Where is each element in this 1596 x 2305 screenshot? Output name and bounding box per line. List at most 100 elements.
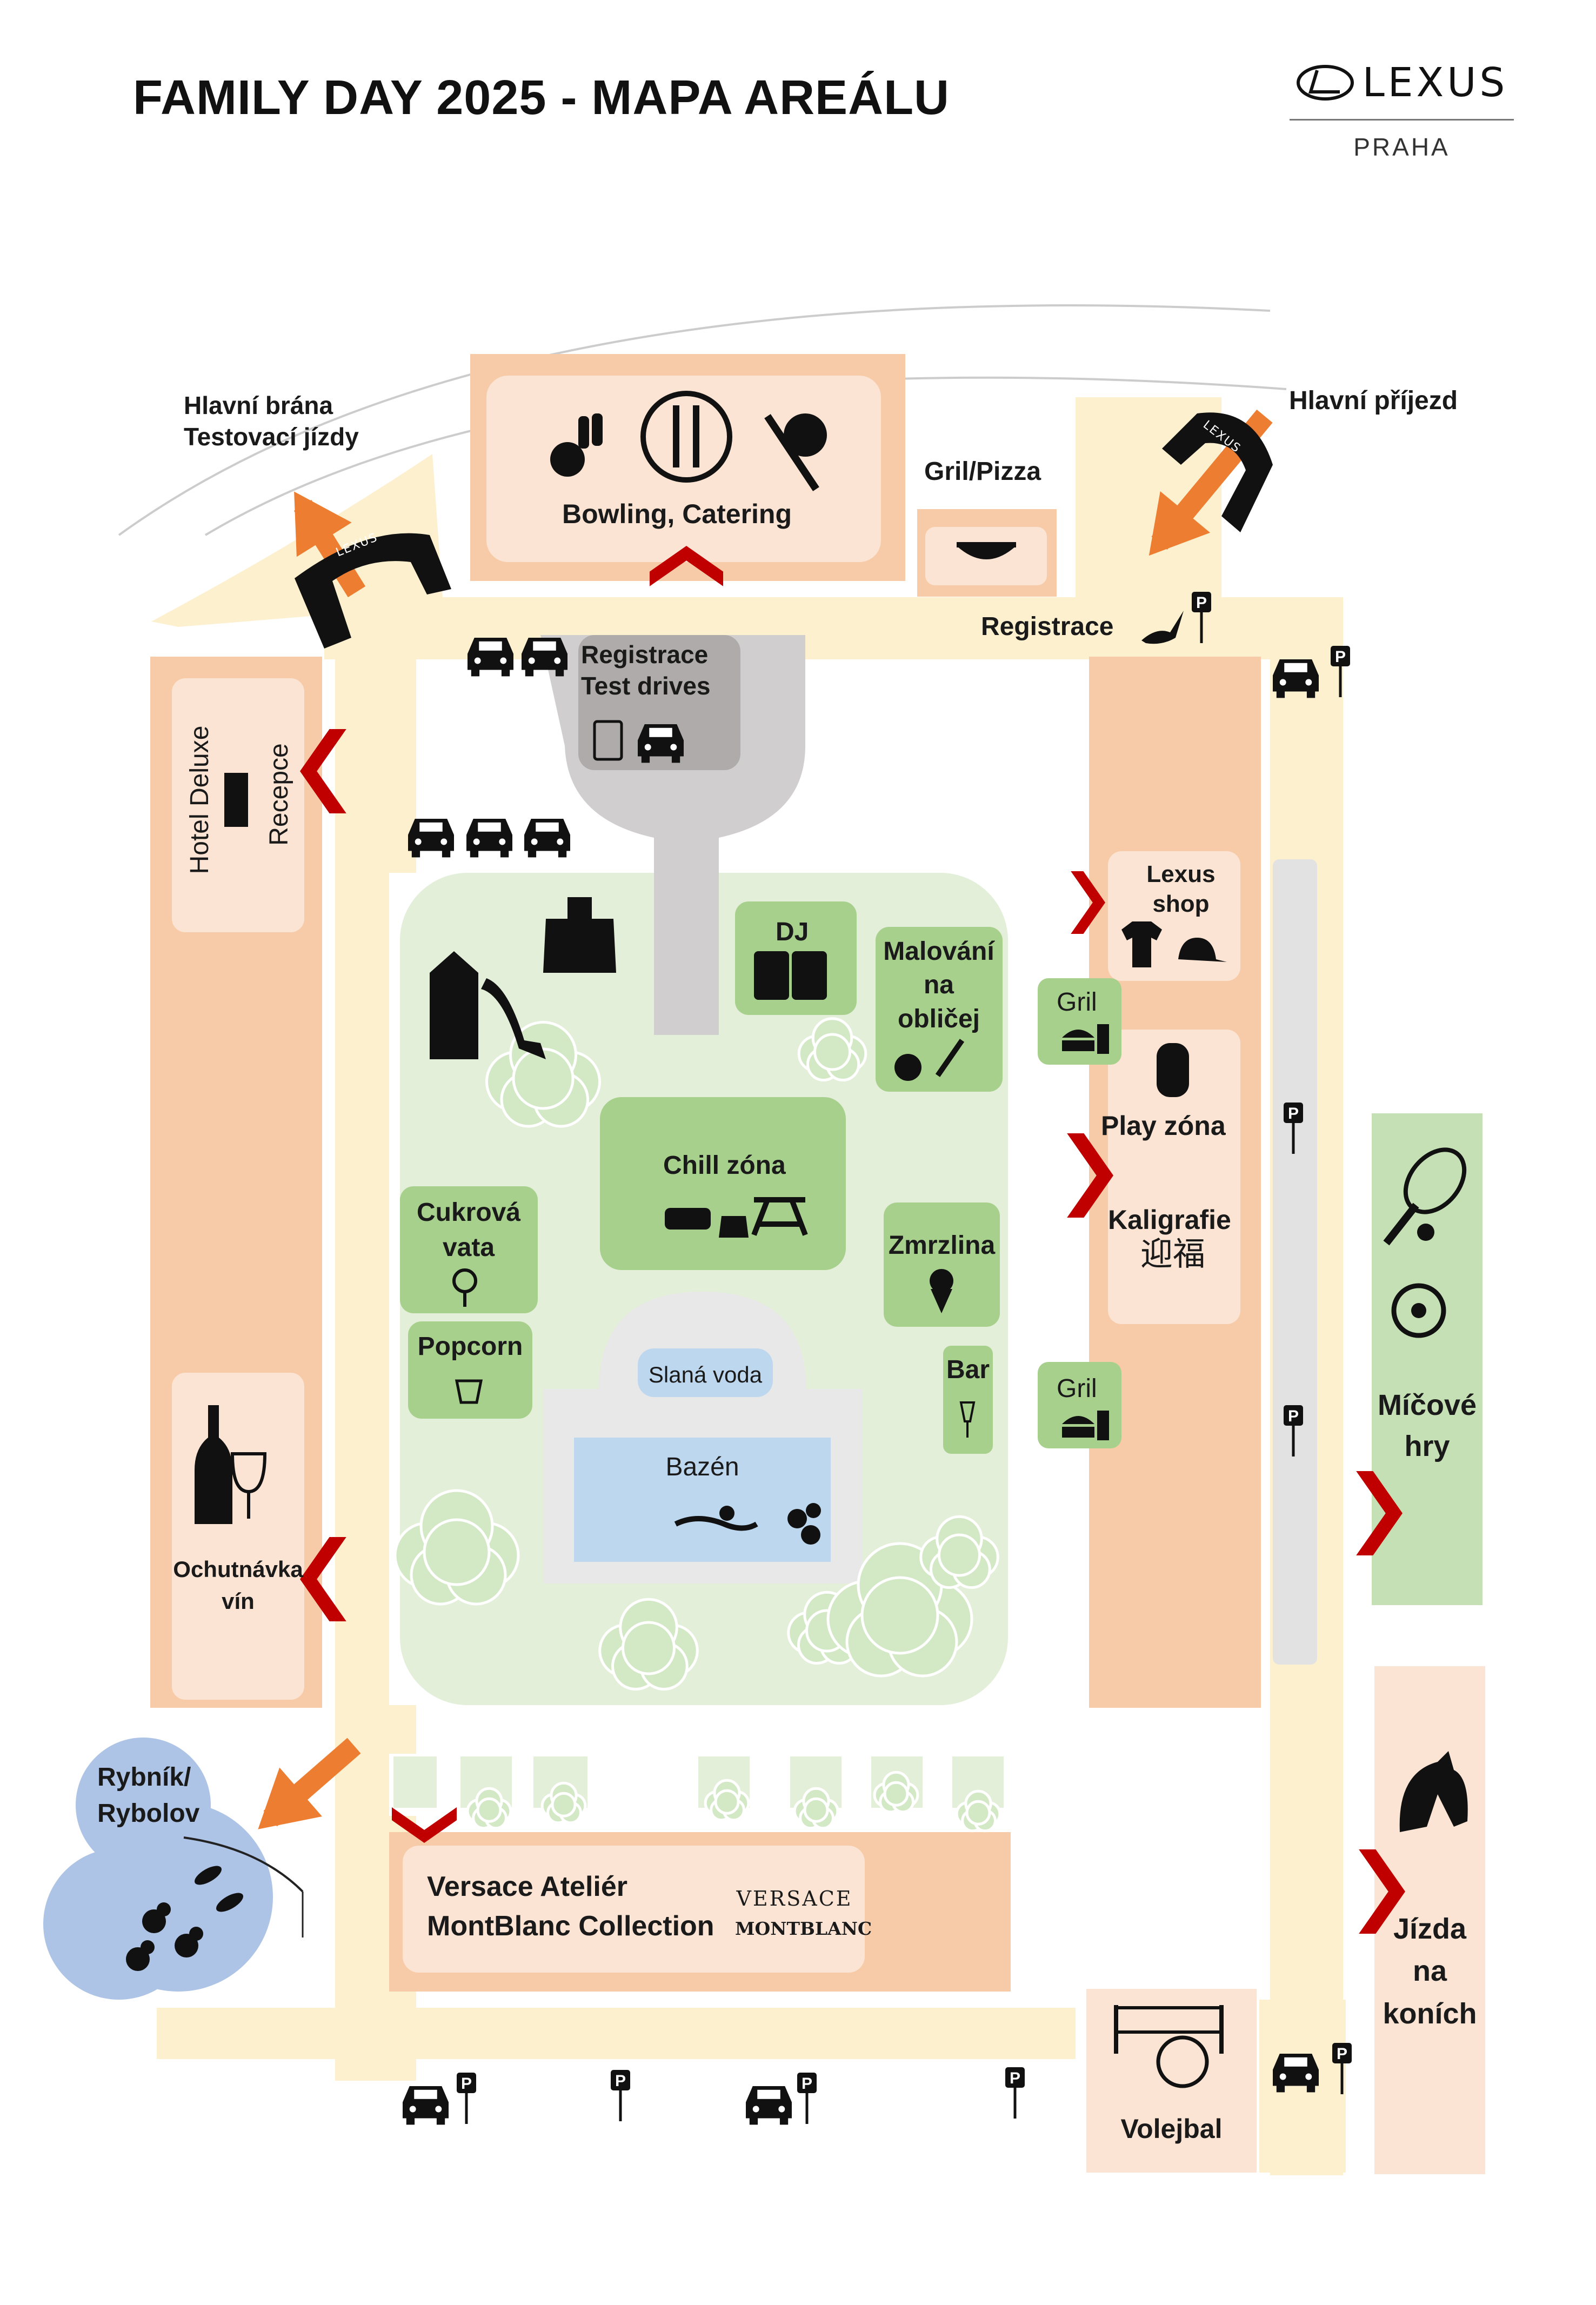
hotel-label: Hotel Deluxe xyxy=(185,725,214,874)
ice-cream-icon xyxy=(931,1289,952,1313)
parking-sign-icon: P xyxy=(611,2070,630,2121)
drink-icon xyxy=(1097,1024,1109,1054)
ice-cream-label: Zmrzlina xyxy=(888,1231,996,1260)
bush xyxy=(793,1787,839,1830)
versace-card xyxy=(403,1846,865,1973)
bush xyxy=(919,1515,999,1589)
bowling-label: Bowling, Catering xyxy=(562,499,792,529)
main-entry-label: Hlavní příjezd xyxy=(1289,386,1458,415)
bowling-icon xyxy=(578,416,589,449)
swimmer-icon xyxy=(674,1516,758,1531)
burger-icon xyxy=(1062,1030,1094,1038)
chevron-left-icon xyxy=(300,729,346,813)
duck-icon xyxy=(175,1934,198,1957)
burger-icon xyxy=(1062,1416,1094,1424)
brand-name: LEXUS xyxy=(1362,59,1508,106)
chevron-right-icon xyxy=(1071,871,1105,934)
grill-icon xyxy=(957,542,1016,547)
cutlery-icon xyxy=(693,405,699,467)
wine-bottle-icon xyxy=(195,1405,232,1524)
football-icon xyxy=(1391,1283,1446,1338)
chair-icon xyxy=(719,1216,749,1238)
svg-text:P: P xyxy=(1288,1105,1299,1123)
bush xyxy=(826,1542,973,1678)
fishing-rod-icon xyxy=(183,1836,304,1893)
clipboard-icon xyxy=(593,720,623,761)
bubbles-icon xyxy=(801,1525,820,1545)
duck-icon xyxy=(157,1902,171,1916)
registration-test-card xyxy=(578,635,740,770)
brand-divider xyxy=(1290,119,1514,121)
bush xyxy=(797,1017,867,1081)
page-title: FAMILY DAY 2025 - MAPA AREÁLU xyxy=(133,71,950,125)
grey-strip xyxy=(1273,859,1317,1665)
fish-icon xyxy=(216,1893,243,1912)
lexus-emblem-icon xyxy=(1296,65,1354,101)
bush xyxy=(873,1770,919,1814)
picnic-table-icon xyxy=(751,1197,808,1236)
cutlery-icon xyxy=(640,391,732,483)
duck-icon xyxy=(142,1909,166,1933)
pool-label: Bazén xyxy=(665,1453,739,1481)
parking-sign-icon: P xyxy=(1284,1405,1303,1457)
main-pool xyxy=(574,1438,831,1562)
tennis-racket-icon xyxy=(1403,1147,1467,1214)
chevron-right-icon xyxy=(1356,1471,1403,1555)
svg-text:P: P xyxy=(1337,2045,1347,2063)
car-icon xyxy=(638,724,684,763)
brand-city: PRAHA xyxy=(1353,133,1450,161)
duck-icon xyxy=(126,1947,150,1971)
car-icon xyxy=(403,2086,449,2125)
popcorn-label: Popcorn xyxy=(417,1332,523,1361)
reception-label: Recepce xyxy=(265,743,293,846)
wine-glass-icon xyxy=(230,1452,267,1494)
svg-text:P: P xyxy=(1288,1407,1299,1425)
parking-sign-icon: P xyxy=(1284,1103,1303,1154)
bush xyxy=(704,1779,750,1822)
svg-text:P: P xyxy=(461,2075,472,2093)
reception-icon xyxy=(224,773,248,827)
lexus-shop-label: Lexus shop xyxy=(1146,861,1216,917)
svg-text:P: P xyxy=(1335,648,1346,666)
car-icon xyxy=(524,819,570,858)
chevron-left-icon xyxy=(300,1537,346,1621)
face-paint-label: Malování na obličej xyxy=(883,937,994,1033)
registration-label: Registrace xyxy=(981,612,1114,641)
parking-sign-icon: P xyxy=(1192,592,1211,643)
wine-glass-icon xyxy=(959,1401,976,1422)
chill-zone-label: Chill zóna xyxy=(663,1151,786,1180)
gate-arch-icon xyxy=(1162,412,1273,532)
football-icon xyxy=(1411,1303,1426,1318)
volleyball-net-icon xyxy=(1114,2006,1223,2034)
calligraphy-label: Kaligrafie xyxy=(1108,1205,1231,1235)
grill-icon xyxy=(957,546,1016,559)
chevron-up-icon xyxy=(650,546,723,586)
grill-pizza-label: Gril/Pizza xyxy=(924,457,1041,486)
exit-arrow-icon xyxy=(293,491,366,598)
brand-block: LEXUS PRAHA xyxy=(1290,59,1514,162)
burger-icon xyxy=(1062,1040,1094,1051)
face-paint-icon xyxy=(894,1054,921,1081)
car-icon xyxy=(1273,2054,1319,2093)
play-zone-label: Play zóna xyxy=(1101,1111,1226,1141)
parking-sign-icon: P xyxy=(1332,2043,1352,2094)
grill-label-1: Gril xyxy=(1057,988,1097,1017)
drink-icon xyxy=(1097,1411,1109,1440)
tshirt-icon xyxy=(1121,921,1162,967)
chevron-right-icon xyxy=(1359,1849,1405,1934)
car-icon xyxy=(522,638,567,677)
chevron-down-icon xyxy=(392,1807,457,1843)
parking-sign-icon: P xyxy=(1005,2067,1025,2119)
wine-tasting-label: Ochutnávka vín xyxy=(173,1556,303,1614)
calligraphy-chars: 迎福 xyxy=(1140,1235,1205,1273)
horse-riding-label: Jízda na koních xyxy=(1383,1913,1477,2030)
burger-icon xyxy=(1062,1427,1094,1438)
dj-label: DJ xyxy=(776,918,809,946)
bubbles-icon xyxy=(787,1509,807,1528)
pen-icon xyxy=(1141,611,1184,644)
car-icon xyxy=(746,2086,792,2125)
billiard-icon xyxy=(784,413,827,457)
playground-icon xyxy=(430,951,478,1059)
